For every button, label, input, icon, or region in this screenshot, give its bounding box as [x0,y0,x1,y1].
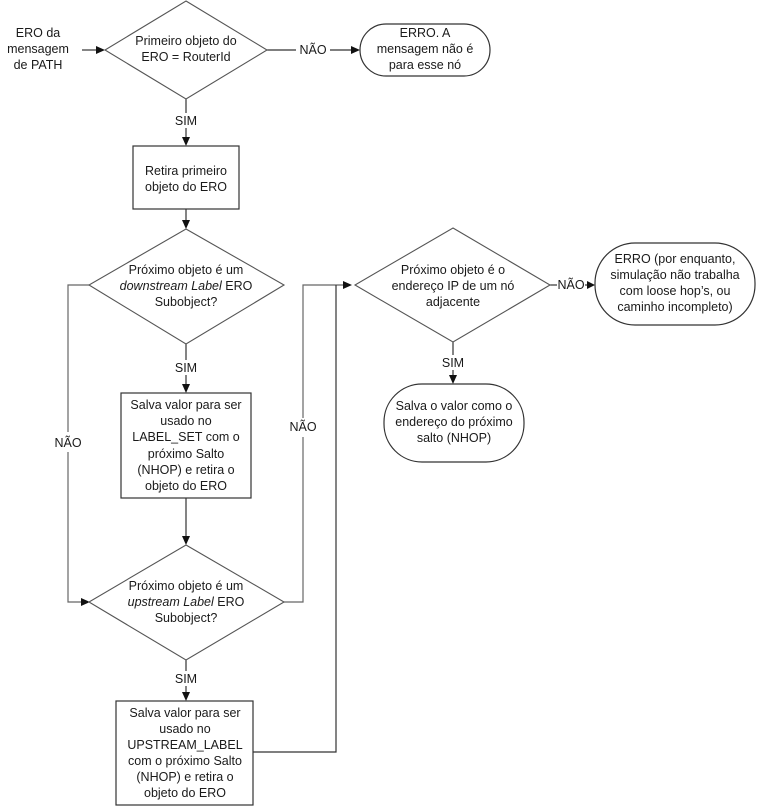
process-text: (NHOP) e retira o [137,463,234,477]
decision-shape [103,0,269,100]
process-text: próximo Salto [148,447,224,461]
terminator-text: para esse nó [389,58,461,72]
terminator-shape [594,242,756,326]
edge-d2-to-d3-a [67,284,89,432]
process-text: Salva valor para ser [130,398,241,412]
arrow-head [81,598,90,606]
edge-d3-to-d4-a [284,437,304,603]
process-text: UPSTREAM_LABEL [127,738,242,752]
process-shape [115,700,254,806]
terminator-text: ERRO. A [400,26,451,40]
decision-text: Próximo objeto é o [401,263,505,277]
terminator-text: Salva o valor como o [396,399,513,413]
process-text: Salva valor para ser [129,706,240,720]
edge-label-no: NÃO [299,43,326,57]
edge-label-yes: SIM [175,361,197,375]
decision-upstream-label: Próximo objeto é um upstream Label ERO S… [87,544,286,661]
process-text: Retira primeiro [145,164,227,178]
arrow-head [343,281,352,289]
decision-shape [353,227,552,343]
decision-text-rest: ERO [214,595,245,609]
process-text: usado no [159,722,210,736]
process-text: LABEL_SET com o [132,430,240,444]
edge-d3-to-d4-b [302,284,343,418]
start-label: ERO da mensagem de PATH [7,26,69,72]
decision-text: Subobject? [155,611,218,625]
terminator-text: mensagem não é [377,42,474,56]
arrow-head [182,692,190,701]
decision-text-italic: downstream Label [120,279,223,293]
edge-label-yes: SIM [442,356,464,370]
start-line: ERO da [16,26,61,40]
process-text: objeto do ERO [145,479,227,493]
terminator-error-not-for-node: ERRO. A mensagem não é para esse nó [359,23,491,77]
decision-text: Primeiro objeto do [135,34,236,48]
decision-shape [87,228,286,345]
edge-label-no: NÃO [557,278,584,292]
decision-text: Subobject? [155,295,218,309]
decision-text: endereço IP de um nó [392,279,515,293]
arrow-head [182,137,190,146]
arrow-head [182,384,190,393]
edge-label-no: NÃO [289,420,316,434]
terminator-error-loose-hop: ERRO (por enquanto, simulação não trabal… [594,242,756,326]
decision-text: Próximo objeto é um [129,263,244,277]
decision-text: downstream Label ERO [120,279,253,293]
terminator-shape [359,23,491,77]
arrow-head [449,375,457,384]
decision-adjacent-ip: Próximo objeto é o endereço IP de um nó … [353,227,552,343]
process-text: com o próximo Salto [128,754,242,768]
process-save-upstream-label: Salva valor para ser usado no UPSTREAM_L… [115,700,254,806]
process-text: (NHOP) e retira o [136,770,233,784]
decision-first-object-routerid: Primeiro objeto do ERO = RouterId [103,0,269,100]
start-line: mensagem [7,42,69,56]
edge-label-yes: SIM [175,672,197,686]
decision-text: Próximo objeto é um [129,579,244,593]
decision-downstream-label: Próximo objeto é um downstream Label ERO… [87,228,286,345]
terminator-text: ERRO (por enquanto, [615,252,736,266]
arrow-head [182,536,190,545]
arrow-head [587,281,595,289]
decision-shape [87,544,286,661]
process-remove-first-object: Retira primeiro objeto do ERO [132,145,240,210]
terminator-text: com loose hop’s, ou [620,284,731,298]
process-text: objeto do ERO [145,180,227,194]
terminator-text: caminho incompleto) [617,300,732,314]
decision-text: upstream Label ERO [128,595,245,609]
terminator-text: salto (NHOP) [417,431,491,445]
terminator-save-nhop: Salva o valor como o endereço do próximo… [383,383,525,463]
process-shape [120,392,252,499]
decision-text-italic: upstream Label [128,595,215,609]
edge-label-no: NÃO [54,436,81,450]
decision-text-rest: ERO [222,279,253,293]
process-shape [132,145,240,210]
start-line: de PATH [14,58,63,72]
edge-d2-to-d3-b [67,452,82,603]
decision-text: adjacente [426,295,480,309]
arrow-head [182,220,190,229]
terminator-text: endereço do próximo [395,415,512,429]
terminator-shape [383,383,525,463]
process-save-label-set: Salva valor para ser usado no LABEL_SET … [120,392,252,499]
edge-label-yes: SIM [175,114,197,128]
decision-text: ERO = RouterId [141,50,230,64]
process-text: usado no [160,414,211,428]
terminator-text: simulação não trabalha [610,268,739,282]
process-text: objeto do ERO [144,786,226,800]
edge-p3-to-d4 [252,285,337,753]
arrow-head [96,46,105,54]
arrow-head [351,46,360,54]
